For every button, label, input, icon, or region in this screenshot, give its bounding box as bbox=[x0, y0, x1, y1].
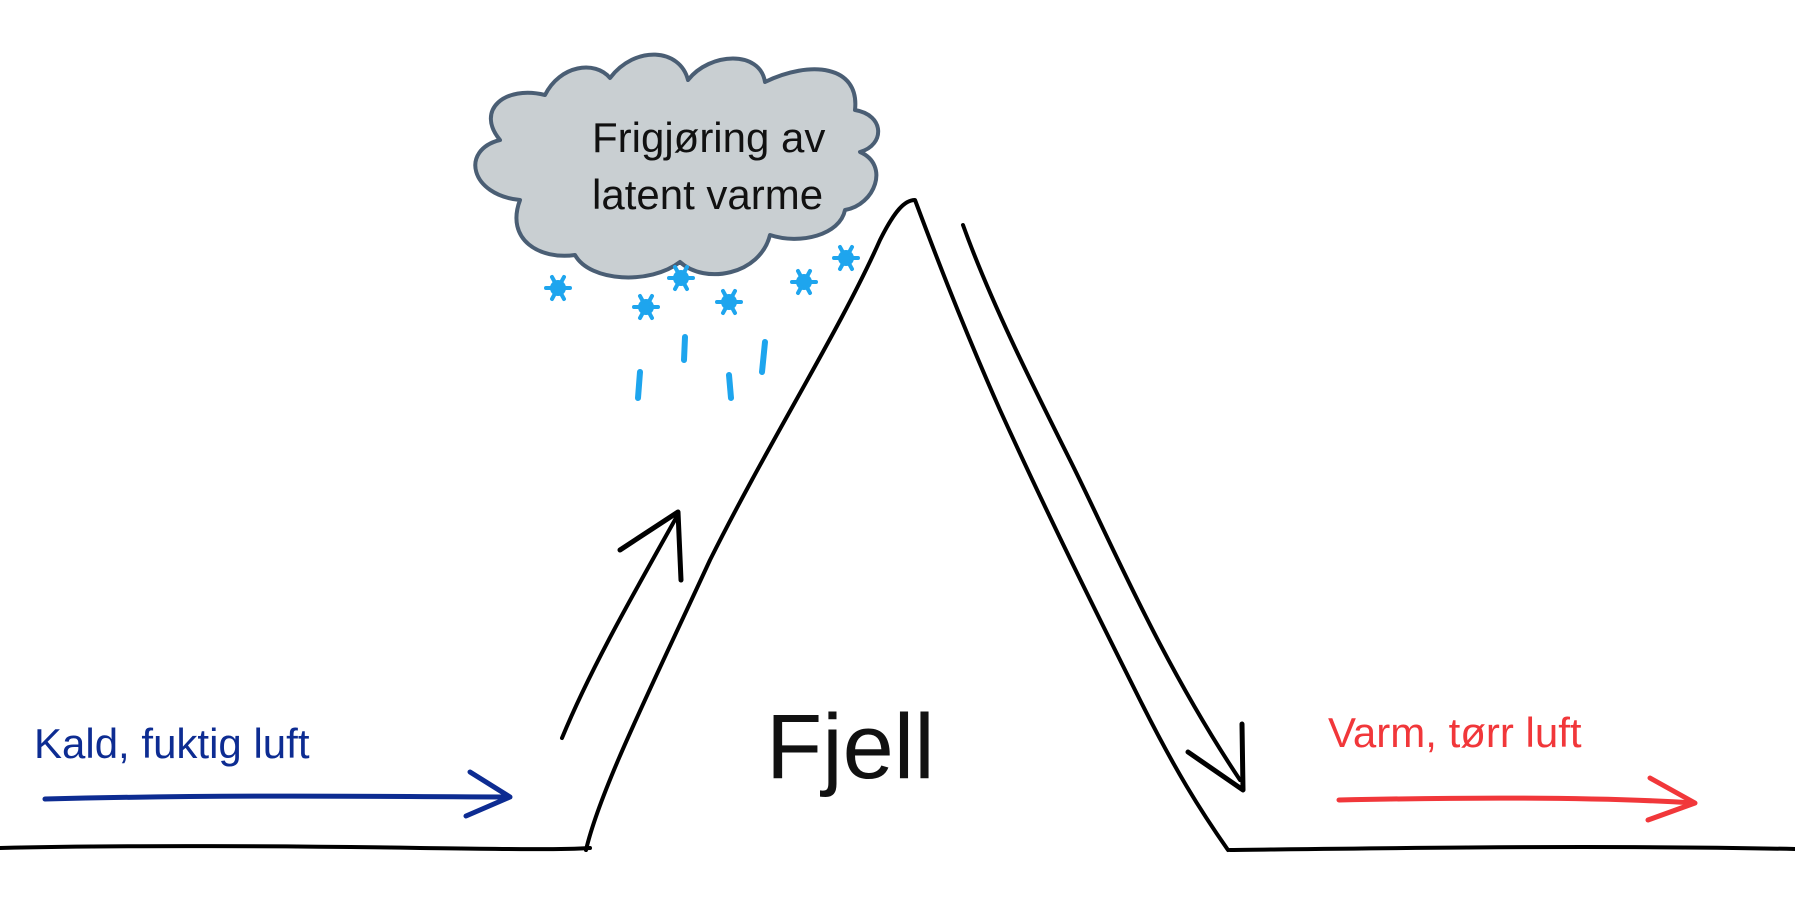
mountain-outline bbox=[584, 198, 1230, 852]
ground-line bbox=[0, 844, 1795, 852]
snowflake-icon bbox=[544, 275, 572, 301]
raindrops bbox=[635, 334, 768, 401]
cloud-label-line-2: latent varme bbox=[592, 171, 823, 218]
snowflake-icon bbox=[832, 245, 860, 271]
cold-air-label: Kald, fuktig luft bbox=[34, 720, 310, 767]
cloud-icon: Frigjøring av latent varme bbox=[473, 52, 881, 280]
cloud-label-line-1: Frigjøring av bbox=[592, 114, 825, 161]
snowflake-icon bbox=[667, 265, 695, 291]
mountain-label: Fjell bbox=[766, 696, 935, 798]
snowflakes bbox=[544, 245, 860, 320]
snowflake-icon bbox=[715, 289, 743, 315]
raindrop-icon bbox=[635, 369, 643, 401]
warm-air-arrow bbox=[1336, 775, 1698, 823]
raindrop-icon bbox=[759, 339, 768, 375]
raindrop-icon bbox=[681, 334, 688, 363]
snowflake-icon bbox=[790, 269, 818, 295]
descending-air-arrow bbox=[961, 223, 1246, 793]
raindrop-icon bbox=[726, 372, 734, 401]
snowflake-icon bbox=[632, 294, 660, 320]
cold-air-arrow bbox=[42, 769, 513, 819]
rising-air-arrow bbox=[560, 509, 684, 740]
warm-air-label: Varm, tørr luft bbox=[1328, 709, 1582, 756]
